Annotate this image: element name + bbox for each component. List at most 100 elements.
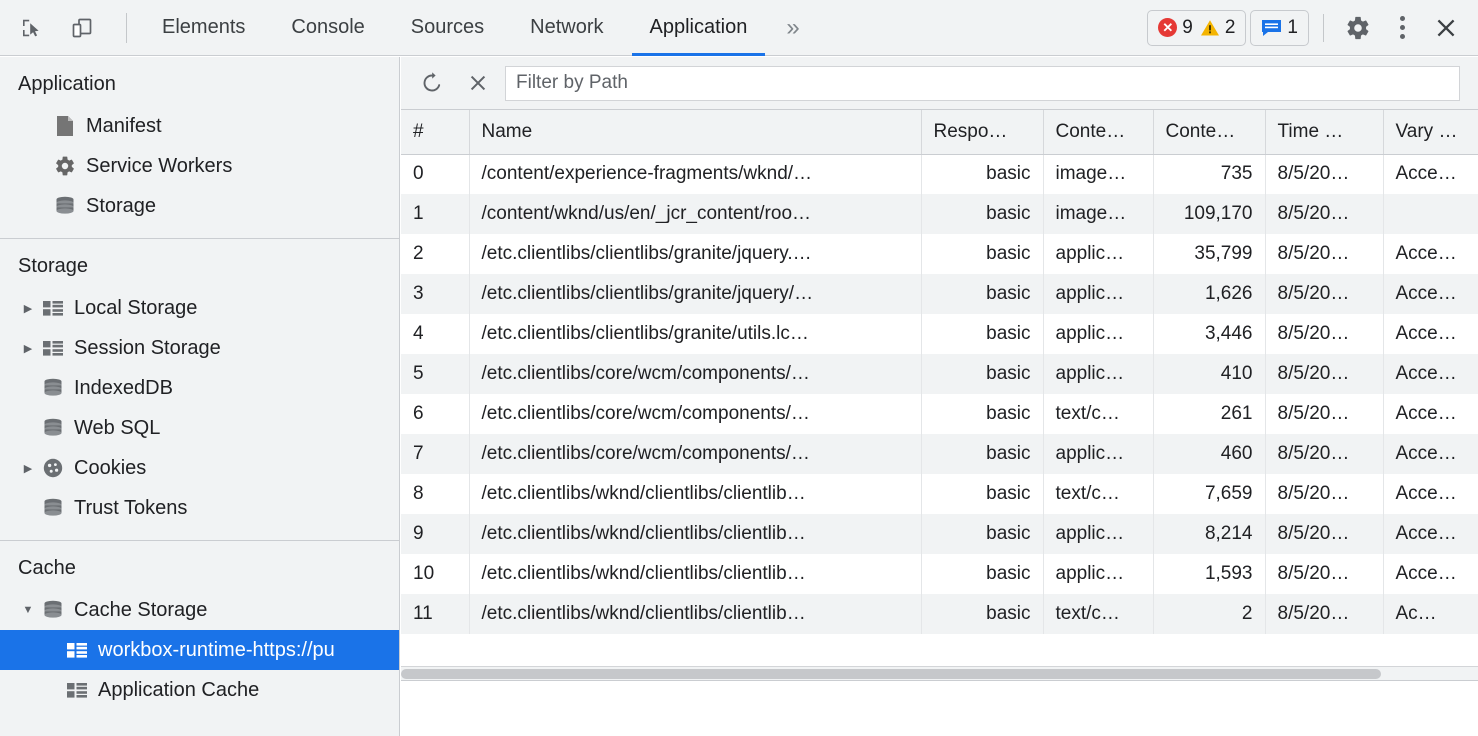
cell-vary-header: Accep… <box>1383 514 1478 554</box>
database-icon <box>38 378 68 398</box>
cell-content-type: applic… <box>1043 314 1154 354</box>
kebab-menu-icon[interactable] <box>1382 8 1422 48</box>
table-row[interactable]: 5 /etc.clientlibs/core/wcm/components/… … <box>401 354 1478 394</box>
tab-sources-label: Sources <box>410 16 485 38</box>
table-row[interactable]: 9 /etc.clientlibs/wknd/clientlibs/client… <box>401 514 1478 554</box>
cell-content-type: applic… <box>1043 514 1154 554</box>
cell-response-type: basic <box>921 314 1044 354</box>
column-header-name[interactable]: Name <box>469 110 922 155</box>
cell-time-cached: 8/5/20… <box>1265 274 1384 314</box>
cell-time-cached: 8/5/20… <box>1265 314 1384 354</box>
tab-network-label: Network <box>530 16 604 38</box>
warning-count: 2 <box>1224 16 1236 38</box>
sidebar-item-label: Session Storage <box>74 336 221 359</box>
error-counter[interactable]: ✕ 9 <box>1158 17 1193 39</box>
cell-name: /etc.clientlibs/wknd/clientlibs/clientli… <box>469 514 922 554</box>
horizontal-scrollbar[interactable] <box>401 666 1478 680</box>
cell-name: /etc.clientlibs/clientlibs/granite/jquer… <box>469 234 922 274</box>
sidebar-item-application-cache[interactable]: Application Cache <box>0 670 399 710</box>
warning-counter[interactable]: 2 <box>1200 16 1236 39</box>
database-icon <box>50 196 80 216</box>
cell-content-type: applic… <box>1043 354 1154 394</box>
table-row[interactable]: 0 /content/experience-fragments/wknd/… b… <box>401 154 1478 194</box>
column-header-time-cached[interactable]: Time … <box>1265 110 1384 155</box>
table-row[interactable]: 10 /etc.clientlibs/wknd/clientlibs/clien… <box>401 554 1478 594</box>
refresh-icon[interactable] <box>413 64 451 102</box>
table-row[interactable]: 4 /etc.clientlibs/clientlibs/granite/uti… <box>401 314 1478 354</box>
cell-index: 10 <box>401 554 470 594</box>
column-header-index[interactable]: # <box>401 110 470 155</box>
database-icon <box>38 498 68 518</box>
message-counter-item[interactable]: 1 <box>1261 17 1298 39</box>
tab-elements[interactable]: Elements <box>139 0 268 56</box>
sidebar-item-indexeddb[interactable]: ▶ IndexedDB <box>0 368 399 408</box>
sidebar-item-web-sql[interactable]: ▶ Web SQL <box>0 408 399 448</box>
table-row[interactable]: 2 /etc.clientlibs/clientlibs/granite/jqu… <box>401 234 1478 274</box>
column-header-vary-header[interactable]: Vary H… <box>1383 110 1478 155</box>
cell-name: /content/experience-fragments/wknd/… <box>469 154 922 194</box>
column-header-content-type[interactable]: Conte… <box>1043 110 1154 155</box>
clear-icon[interactable] <box>459 64 497 102</box>
sidebar-item-workbox-runtime-cache[interactable]: workbox-runtime-https://pu <box>0 630 399 670</box>
inspect-element-icon[interactable] <box>14 10 50 46</box>
sidebar-section-application: Application Manifest Service Workers <box>0 57 399 239</box>
filter-by-path-input[interactable] <box>505 65 1460 101</box>
cell-time-cached: 8/5/20… <box>1265 594 1384 634</box>
table-row[interactable]: 6 /etc.clientlibs/core/wcm/components/… … <box>401 394 1478 434</box>
more-tabs-icon[interactable]: » <box>770 0 815 56</box>
column-header-content-length[interactable]: Conte… <box>1153 110 1266 155</box>
tab-console-label: Console <box>291 16 365 38</box>
tab-sources[interactable]: Sources <box>388 0 507 56</box>
tab-console[interactable]: Console <box>268 0 387 56</box>
cell-index: 11 <box>401 594 470 634</box>
chevron-right-icon[interactable]: ▶ <box>23 462 33 475</box>
chevron-down-icon[interactable]: ▼ <box>22 604 34 616</box>
tab-network[interactable]: Network <box>507 0 626 56</box>
sidebar-item-session-storage[interactable]: ▶ Session Storage <box>0 328 399 368</box>
table-row[interactable]: 7 /etc.clientlibs/core/wcm/components/… … <box>401 434 1478 474</box>
sidebar-item-local-storage[interactable]: ▶ Local Storage <box>0 288 399 328</box>
gear-icon[interactable] <box>1338 8 1378 48</box>
cell-response-type: basic <box>921 274 1044 314</box>
sidebar-item-manifest[interactable]: Manifest <box>0 106 399 146</box>
cache-preview-panel <box>401 680 1478 736</box>
table-header-row: # Name Respo… Conte… Conte… Time … Vary … <box>401 110 1478 155</box>
sidebar-item-trust-tokens[interactable]: ▶ Trust Tokens <box>0 488 399 528</box>
table-row[interactable]: 11 /etc.clientlibs/wknd/clientlibs/clien… <box>401 594 1478 634</box>
close-icon[interactable] <box>1426 8 1466 48</box>
tab-application[interactable]: Application <box>627 0 771 56</box>
sidebar-item-label: Cookies <box>74 456 147 479</box>
panel-tabs: Elements Console Sources Network Applica… <box>139 0 816 56</box>
sidebar-item-cookies[interactable]: ▶ Cookies <box>0 448 399 488</box>
cell-response-type: basic <box>921 594 1044 634</box>
cell-response-type: basic <box>921 394 1044 434</box>
sidebar-item-service-workers[interactable]: Service Workers <box>0 146 399 186</box>
device-toolbar-icon[interactable] <box>64 10 100 46</box>
chevron-right-icon[interactable]: ▶ <box>23 302 33 315</box>
chevron-right-icon[interactable]: ▶ <box>23 342 33 355</box>
application-sidebar[interactable]: Application Manifest Service Workers <box>0 57 400 736</box>
cell-content-length: 460 <box>1153 434 1266 474</box>
cell-response-type: basic <box>921 474 1044 514</box>
cell-content-type: text/c… <box>1043 394 1154 434</box>
message-counter[interactable]: 1 <box>1250 9 1309 46</box>
table-row[interactable]: 8 /etc.clientlibs/wknd/clientlibs/client… <box>401 474 1478 514</box>
sidebar-item-cache-storage[interactable]: ▼ Cache Storage <box>0 590 399 630</box>
cell-name: /etc.clientlibs/clientlibs/granite/jquer… <box>469 274 922 314</box>
cell-name: /etc.clientlibs/clientlibs/granite/utils… <box>469 314 922 354</box>
cache-storage-panel: # Name Respo… Conte… Conte… Time … Vary … <box>401 57 1478 736</box>
error-count: 9 <box>1182 16 1193 38</box>
issue-counters[interactable]: ✕ 9 2 <box>1147 9 1247 46</box>
cell-time-cached: 8/5/20… <box>1265 434 1384 474</box>
table-row[interactable]: 1 /content/wknd/us/en/_jcr_content/roo… … <box>401 194 1478 234</box>
scrollbar-thumb[interactable] <box>401 669 1381 679</box>
cell-content-length: 410 <box>1153 354 1266 394</box>
toolbar-divider <box>126 12 127 43</box>
column-header-response-type[interactable]: Respo… <box>921 110 1044 155</box>
cell-content-type: applic… <box>1043 434 1154 474</box>
cell-response-type: basic <box>921 234 1044 274</box>
table-row[interactable]: 3 /etc.clientlibs/clientlibs/granite/jqu… <box>401 274 1478 314</box>
cell-content-length: 735 <box>1153 154 1266 194</box>
sidebar-item-storage[interactable]: Storage <box>0 186 399 226</box>
cell-time-cached: 8/5/20… <box>1265 514 1384 554</box>
